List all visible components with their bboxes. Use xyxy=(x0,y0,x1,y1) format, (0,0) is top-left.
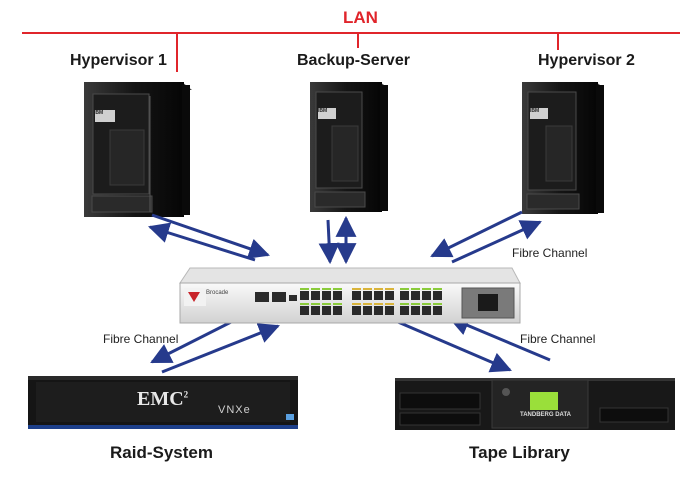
emc-logo-text: EMC xyxy=(137,388,184,410)
port-led xyxy=(385,303,394,305)
port-led xyxy=(352,288,361,290)
port-led xyxy=(363,303,372,305)
tandberg-brand: TANDBERG DATA xyxy=(520,412,571,418)
power-socket-icon xyxy=(478,294,498,311)
raid-system-label: Raid-System xyxy=(110,443,213,462)
tape-library-label: Tape Library xyxy=(469,443,570,462)
fc-port xyxy=(385,306,394,315)
switch-brand: Brocade xyxy=(206,290,229,296)
fc-port xyxy=(352,291,361,300)
port-led xyxy=(322,288,331,290)
port-led xyxy=(363,288,372,290)
port-led xyxy=(385,288,394,290)
port-led xyxy=(422,288,431,290)
fc-port xyxy=(400,291,409,300)
fc-port xyxy=(411,306,420,315)
fc-port xyxy=(322,291,331,300)
port-led xyxy=(400,303,409,305)
link-switch-to-tape xyxy=(397,320,512,373)
fc-port xyxy=(333,291,342,300)
link-hv1-to-switch xyxy=(151,213,270,259)
fc-port xyxy=(400,306,409,315)
port-led xyxy=(422,303,431,305)
fc-port xyxy=(411,291,420,300)
raid-system xyxy=(28,376,298,429)
vnxe-model: VNXe xyxy=(218,404,251,416)
fc-port xyxy=(300,291,309,300)
lan-label: LAN xyxy=(343,8,378,27)
san-switch xyxy=(179,267,521,324)
port-led xyxy=(300,303,309,305)
link-switch-to-hv1 xyxy=(147,222,256,262)
link-hv2-to-switch xyxy=(430,210,523,258)
fc-port xyxy=(422,291,431,300)
fibre-channel-label-top-right: Fibre Channel xyxy=(512,246,588,260)
backup-server-brand: IBM xyxy=(318,108,328,114)
ibm-logo-icon xyxy=(530,108,548,119)
port-led xyxy=(333,303,342,305)
fc-port xyxy=(363,306,372,315)
link-tape-to-switch xyxy=(448,315,551,362)
tape-lcd-display xyxy=(530,392,558,410)
fc-port xyxy=(311,291,320,300)
port-led xyxy=(400,288,409,290)
port-led xyxy=(311,288,320,290)
hypervisor1-server xyxy=(84,82,192,217)
brocade-logo-icon xyxy=(188,292,200,302)
fc-port xyxy=(422,306,431,315)
fc-port xyxy=(433,306,442,315)
link-backup-down xyxy=(318,219,340,265)
lan-line xyxy=(22,32,680,72)
tape-power-icon xyxy=(502,388,510,396)
hypervisor2-label: Hypervisor 2 xyxy=(538,52,635,69)
fc-port xyxy=(333,306,342,315)
fibre-channel-label-left: Fibre Channel xyxy=(103,332,179,346)
fc-port xyxy=(352,306,361,315)
hypervisor2-server xyxy=(522,82,604,214)
fc-port xyxy=(374,291,383,300)
port-led xyxy=(411,303,420,305)
tape-library xyxy=(395,378,675,430)
link-switch-to-hv2 xyxy=(451,220,542,264)
ibm-logo-icon xyxy=(318,108,336,119)
backup-server xyxy=(310,82,388,212)
fc-port xyxy=(300,306,309,315)
fc-port xyxy=(363,291,372,300)
link-raid-to-switch xyxy=(161,323,280,374)
fc-port xyxy=(322,306,331,315)
fibre-channel-label-bottom-right: Fibre Channel xyxy=(520,332,596,346)
backup-server-label: Backup-Server xyxy=(297,52,410,69)
port-led xyxy=(300,288,309,290)
ibm-logo-icon xyxy=(95,110,115,122)
hypervisor1-label: Hypervisor 1 xyxy=(70,52,167,69)
port-led xyxy=(352,303,361,305)
port-led xyxy=(374,288,383,290)
port-led xyxy=(411,288,420,290)
emc-logo: EMC2 xyxy=(137,388,188,411)
hypervisor2-brand: IBM xyxy=(530,108,540,114)
fc-port xyxy=(385,291,394,300)
fc-port xyxy=(311,306,320,315)
fc-port xyxy=(433,291,442,300)
fibre-channel-links xyxy=(147,210,551,374)
port-led xyxy=(311,303,320,305)
port-led xyxy=(322,303,331,305)
port-led xyxy=(433,288,442,290)
hypervisor1-brand: IBM xyxy=(94,110,104,116)
fc-port xyxy=(374,306,383,315)
emc-logo-sup: 2 xyxy=(183,389,189,400)
port-led xyxy=(374,303,383,305)
port-led xyxy=(433,303,442,305)
port-led xyxy=(333,288,342,290)
